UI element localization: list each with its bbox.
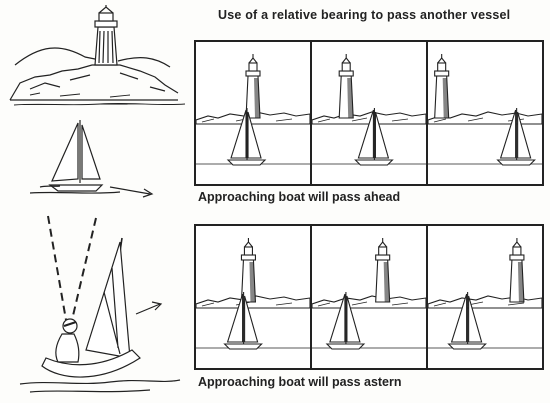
scene-astern-3 bbox=[428, 238, 542, 350]
scene-ahead-1 bbox=[196, 54, 310, 166]
sailboat bbox=[226, 108, 267, 166]
figure-title: Use of a relative bearing to pass anothe… bbox=[218, 8, 511, 22]
shoreline-rocks bbox=[312, 111, 426, 125]
caption-pass-ahead: Approaching boat will pass ahead bbox=[198, 190, 401, 204]
lighthouse bbox=[338, 54, 354, 119]
caption-pass-astern: Approaching boat will pass astern bbox=[198, 375, 402, 389]
panel-row-pass-ahead bbox=[194, 40, 544, 186]
scene-ahead-2 bbox=[312, 54, 426, 166]
frame-ahead-2 bbox=[312, 42, 428, 184]
shoreline-rocks bbox=[312, 295, 426, 309]
sailboat-heading-right-illustration bbox=[29, 120, 154, 198]
frame-astern-2 bbox=[312, 226, 428, 368]
frame-astern-1 bbox=[196, 226, 312, 368]
lighthouse-on-rocks-illustration bbox=[9, 5, 186, 106]
lighthouse bbox=[375, 238, 391, 303]
frame-ahead-3 bbox=[428, 42, 542, 184]
lighthouse bbox=[509, 238, 525, 303]
lighthouse bbox=[240, 238, 257, 303]
sailor-sighting-bearing-illustration bbox=[19, 215, 181, 393]
frame-astern-3 bbox=[428, 226, 542, 368]
frame-ahead-1 bbox=[196, 42, 312, 184]
sailboat bbox=[496, 108, 536, 166]
shoreline-rocks bbox=[428, 295, 542, 309]
scene-astern-2 bbox=[312, 238, 426, 350]
sailboat bbox=[447, 292, 487, 350]
rock-texture bbox=[317, 301, 409, 307]
sailboat bbox=[325, 292, 366, 350]
lighthouse bbox=[434, 54, 450, 119]
rock-texture bbox=[317, 117, 409, 123]
sailboat bbox=[223, 292, 263, 350]
sailboat bbox=[354, 108, 394, 166]
lighthouse bbox=[245, 54, 261, 119]
scene-ahead-3 bbox=[428, 54, 542, 166]
panel-row-pass-astern bbox=[194, 224, 544, 370]
scene-astern-1 bbox=[196, 238, 310, 350]
